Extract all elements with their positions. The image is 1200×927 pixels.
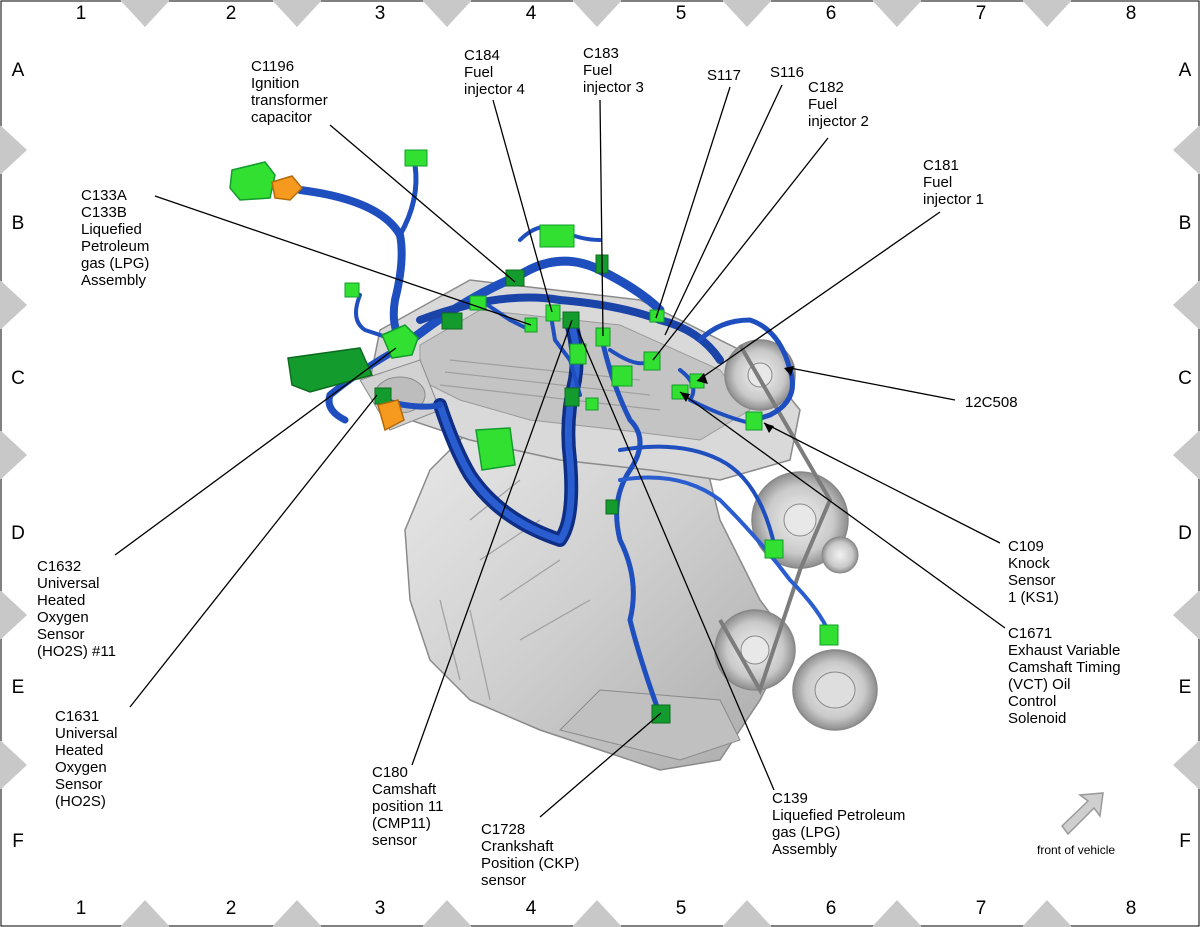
- grid-row-c-right: C: [1178, 368, 1192, 389]
- grid-column-1-top: 1: [75, 3, 87, 24]
- grid-row-b-left: B: [11, 213, 25, 234]
- grid-column-7-top: 7: [975, 3, 987, 24]
- grid-column-6-bottom: 6: [825, 898, 837, 919]
- grid-row-e-right: E: [1178, 677, 1192, 698]
- border-ticks-bottom: [120, 900, 1072, 927]
- callout-s116: S116: [770, 64, 804, 81]
- callout-c1632: C1632 Universal Heated Oxygen Sensor (HO…: [37, 558, 116, 660]
- connectors: [229, 149, 839, 724]
- grid-column-2-top: 2: [225, 3, 237, 24]
- border-ticks-right: [1173, 125, 1200, 790]
- grid-row-d-right: D: [1178, 523, 1192, 544]
- leader-arrowheads: [680, 366, 794, 433]
- grid-row-b-right: B: [1178, 213, 1192, 234]
- callout-c1196: C1196 Ignition transformer capacitor: [251, 58, 328, 126]
- grid-column-1-bottom: 1: [75, 898, 87, 919]
- grid-column-4-bottom: 4: [525, 898, 537, 919]
- grid-column-3-bottom: 3: [374, 898, 386, 919]
- callout-s117: S117: [707, 67, 741, 84]
- callout-c1631: C1631 Universal Heated Oxygen Sensor (HO…: [55, 708, 118, 810]
- callout-c133: C133A C133B Liquefied Petroleum gas (LPG…: [81, 187, 150, 289]
- grid-column-8-bottom: 8: [1125, 898, 1137, 919]
- leader-lines: [114, 84, 1006, 818]
- callout-c139: C139 Liquefied Petroleum gas (LPG) Assem…: [772, 790, 906, 858]
- callout-12c508: 12C508: [965, 394, 1018, 411]
- grid-column-3-top: 3: [374, 3, 386, 24]
- callout-c1728: C1728 Crankshaft Position (CKP) sensor: [481, 821, 580, 889]
- grid-column-5-top: 5: [675, 3, 687, 24]
- grid-column-7-bottom: 7: [975, 898, 987, 919]
- grid-row-f-left: F: [12, 831, 24, 852]
- grid-row-f-right: F: [1179, 831, 1191, 852]
- border-ticks-left: [0, 125, 27, 790]
- front-of-vehicle-label: front of vehicle: [1037, 843, 1116, 857]
- grid-column-2-bottom: 2: [225, 898, 237, 919]
- grid-column-8-top: 8: [1125, 3, 1137, 24]
- border-ticks-top: [120, 0, 1072, 27]
- wiring-harness: [296, 162, 832, 718]
- grid-row-e-left: E: [11, 677, 25, 698]
- callout-c182: C182 Fuel injector 2: [808, 79, 869, 130]
- grid-column-5-bottom: 5: [675, 898, 687, 919]
- callout-c184: C184 Fuel injector 4: [464, 47, 525, 98]
- front-arrow-icon: [1061, 792, 1104, 836]
- callout-c180: C180 Camshaft position 11 (CMP11) sensor: [372, 764, 444, 849]
- grid-row-a-right: A: [1178, 60, 1192, 81]
- grid-column-6-top: 6: [825, 3, 837, 24]
- grid-row-d-left: D: [11, 523, 25, 544]
- callout-c1671: C1671 Exhaust Variable Camshaft Timing (…: [1008, 625, 1121, 727]
- callout-c109: C109 Knock Sensor 1 (KS1): [1008, 538, 1059, 606]
- callout-c183: C183 Fuel injector 3: [583, 45, 644, 96]
- callout-c181: C181 Fuel injector 1: [923, 157, 984, 208]
- grid-row-a-left: A: [11, 60, 25, 81]
- grid-row-c-left: C: [11, 368, 25, 389]
- grid-column-4-top: 4: [525, 3, 537, 24]
